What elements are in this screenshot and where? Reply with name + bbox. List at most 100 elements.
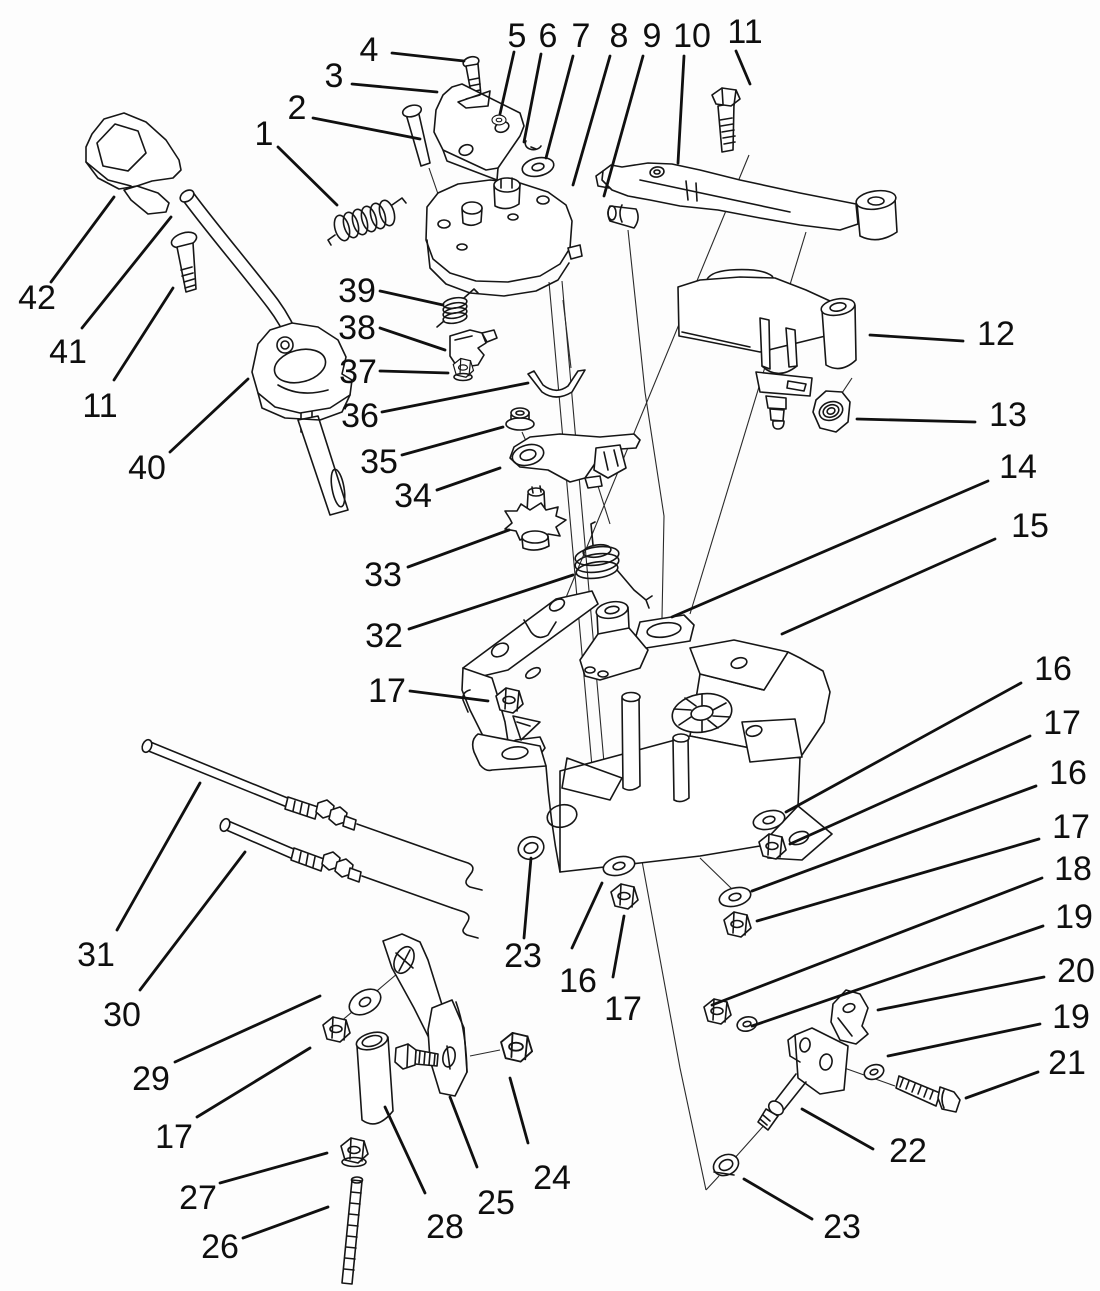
callout-label-7: 7: [572, 17, 591, 55]
leader-line-37: [378, 369, 450, 375]
lever-arm-10: [595, 162, 898, 241]
nut-17-d: [322, 1016, 351, 1043]
leader-line-20: [876, 975, 1046, 1012]
gear-housing-8: [425, 177, 583, 297]
callout-label-40: 40: [128, 449, 166, 487]
washer-19-b: [861, 1061, 887, 1083]
leader-line-3: [350, 82, 439, 94]
shift-knob-42: [85, 112, 182, 215]
leader-line-31: [115, 781, 202, 932]
leader-line-41: [80, 215, 173, 330]
leader-line-18: [710, 876, 1044, 1007]
callout-label-4: 4: [360, 31, 379, 69]
callout-label-8: 8: [610, 17, 629, 55]
callout-label-17: 17: [368, 672, 406, 710]
bolt-into-plate: [394, 1043, 439, 1070]
callout-label-30: 30: [103, 996, 141, 1034]
boss-bracket: [579, 600, 649, 681]
leader-line-23: [522, 856, 533, 940]
leader-line-27: [218, 1151, 329, 1185]
callout-label-42: 42: [18, 279, 56, 317]
callout-label-11: 11: [82, 387, 117, 425]
callout-label-21: 21: [1048, 1044, 1086, 1082]
callout-label-5: 5: [508, 17, 527, 55]
torsion-spring-32: [574, 521, 653, 609]
callout-label-17: 17: [1052, 808, 1090, 846]
threaded-plug-13: [812, 390, 851, 433]
leader-line-10: [676, 54, 686, 165]
callout-label-31: 31: [77, 936, 115, 974]
callout-label-15: 15: [1011, 507, 1049, 545]
leader-line-2: [311, 116, 422, 141]
nut-24: [500, 1031, 534, 1063]
washer-16-b: [716, 883, 754, 911]
leader-line-24: [508, 1076, 530, 1145]
leader-line-14: [670, 479, 990, 619]
callout-label-16: 16: [559, 962, 597, 1000]
retaining-ring-6: [524, 140, 542, 151]
grommet-23-upper: [517, 835, 545, 861]
bolt-11-right: [711, 87, 741, 153]
spring-1: [327, 197, 407, 246]
callout-label-37: 37: [339, 353, 377, 391]
leader-line-25: [448, 1095, 479, 1169]
spacer-tube-28: [355, 1031, 394, 1125]
callout-label-38: 38: [338, 309, 376, 347]
leader-line-35: [400, 425, 505, 457]
nut-17-b: [723, 911, 752, 938]
leader-line-17: [195, 1046, 312, 1119]
leader-line-17: [788, 734, 1032, 846]
threaded-rod-26: [341, 1176, 364, 1285]
leader-line-32: [407, 573, 575, 631]
leader-line-19: [886, 1022, 1042, 1058]
callout-label-1: 1: [255, 115, 274, 153]
callout-label-3: 3: [325, 57, 344, 95]
callout-label-22: 22: [889, 1132, 927, 1170]
callout-label-23: 23: [504, 937, 542, 975]
callout-label-12: 12: [977, 315, 1015, 353]
callout-label-39: 39: [338, 272, 376, 310]
leader-line-12: [868, 333, 965, 343]
nut-17-c: [610, 883, 639, 910]
callout-label-19: 19: [1052, 998, 1090, 1036]
leader-line-28: [383, 1105, 427, 1195]
leader-line-36: [380, 381, 530, 414]
oval-flange: [635, 614, 695, 649]
nut-and-cone-17: [495, 687, 541, 741]
callout-label-2: 2: [288, 89, 307, 127]
leader-line-6: [522, 52, 543, 144]
leader-line-22: [800, 1107, 875, 1151]
bushing-5: [491, 114, 507, 126]
callout-label-19: 19: [1055, 898, 1093, 936]
leader-line-39: [378, 289, 445, 307]
leader-line-29: [173, 994, 322, 1064]
nut-27: [340, 1137, 369, 1168]
trunnion-22: [757, 1027, 849, 1131]
callout-label-32: 32: [365, 617, 403, 655]
cable-lower-30: [219, 817, 479, 939]
ratchet-gear-33: [504, 485, 567, 551]
leader-line-17: [408, 689, 490, 703]
clip-36: [527, 369, 586, 398]
leader-line-38: [378, 326, 447, 352]
callout-label-10: 10: [673, 17, 711, 55]
leader-line-11: [112, 286, 175, 382]
leader-line-21: [964, 1070, 1040, 1100]
callout-label-35: 35: [360, 443, 398, 481]
frame-15: [471, 639, 833, 873]
leader-line-34: [435, 466, 502, 492]
bushing-35: [505, 407, 535, 431]
cable-upper-31: [141, 738, 483, 891]
nut-37: [452, 357, 475, 382]
callout-label-14: 14: [999, 448, 1037, 486]
leader-line-7: [544, 54, 575, 160]
callout-label-23: 23: [823, 1208, 861, 1246]
callout-label-27: 27: [179, 1179, 217, 1217]
leader-line-8: [571, 54, 612, 187]
callout-label-25: 25: [477, 1184, 515, 1222]
callout-label-34: 34: [394, 477, 432, 515]
leader-line-16: [784, 681, 1023, 814]
callout-label-41: 41: [49, 333, 87, 371]
